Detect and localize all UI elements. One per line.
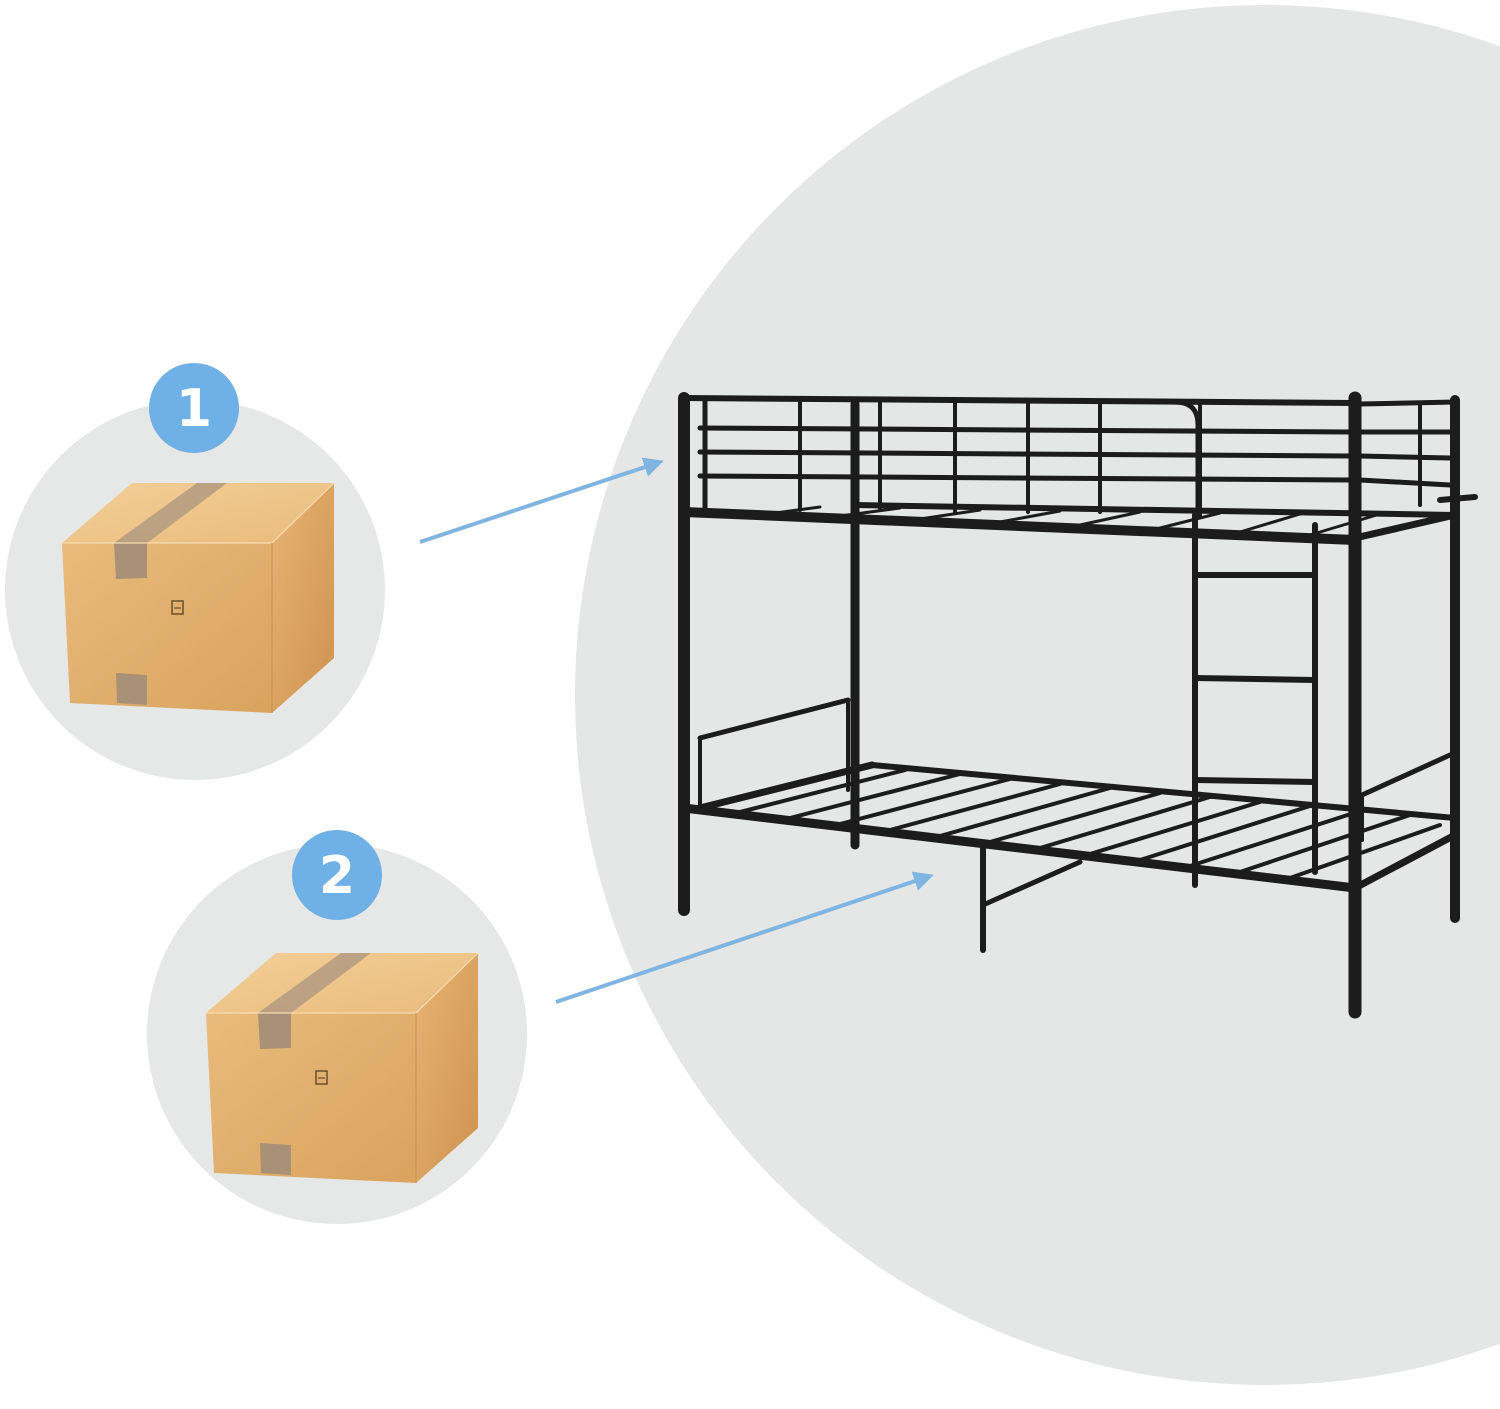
metal-bunk-bed-icon — [678, 391, 1478, 1019]
arrow-to-upper-bunk — [419, 457, 664, 544]
cardboard-box-icon — [61, 482, 335, 714]
package-2-number: 2 — [319, 846, 355, 906]
package-2-badge: 2 — [292, 830, 382, 920]
package-1-number: 1 — [176, 379, 212, 439]
package-1-badge: 1 — [149, 363, 239, 453]
product-backdrop-circle — [575, 5, 1500, 1385]
arrow-to-lower-bunk — [555, 871, 934, 1004]
cardboard-box-icon — [205, 952, 479, 1184]
